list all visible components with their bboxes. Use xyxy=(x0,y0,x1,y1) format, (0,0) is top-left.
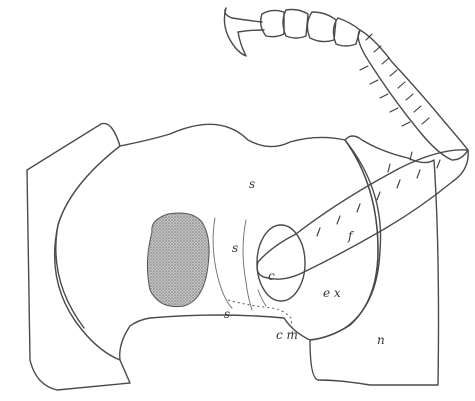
tarsal-segment-1 xyxy=(333,18,360,46)
tarsal-segment-3 xyxy=(283,10,308,39)
label-ex: e x xyxy=(323,286,341,300)
label-cm: c m xyxy=(276,328,298,342)
sternal-faint-mark xyxy=(258,290,266,306)
left-lateral-plate xyxy=(27,123,130,390)
label-c: c xyxy=(268,269,275,283)
tarsal-claw xyxy=(224,8,264,56)
coxa-ring xyxy=(257,225,305,301)
stippled-muscle-scar xyxy=(147,213,209,307)
sternal-furrow-left xyxy=(213,218,232,308)
tibia xyxy=(358,30,468,160)
sternal-inner-curve xyxy=(56,146,120,328)
label-f: f xyxy=(347,229,355,243)
label-s-top: s xyxy=(249,177,255,191)
tarsal-segment-4 xyxy=(261,10,284,36)
tarsal-segment-2 xyxy=(307,12,336,42)
label-n: n xyxy=(377,333,385,347)
sternal-furrow-right xyxy=(243,220,252,310)
tibial-bristles xyxy=(360,34,429,126)
femoral-bristles xyxy=(317,152,440,236)
label-s-mid: s xyxy=(232,241,238,255)
label-s-low: s xyxy=(224,307,230,321)
